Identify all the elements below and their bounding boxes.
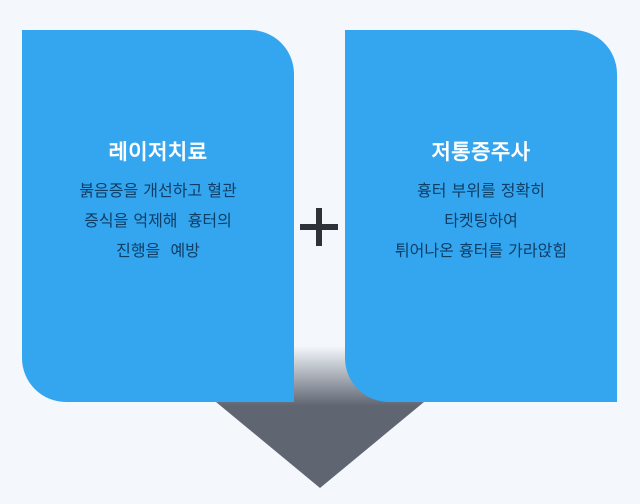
plus-icon: [300, 208, 338, 246]
laser-treatment-card: 레이저치료 붉음증을 개선하고 혈관 증식을 억제해 흉터의 진행을 예방: [22, 30, 294, 402]
description-line: 증식을 억제해 흉터의: [84, 211, 232, 230]
laser-treatment-title: 레이저치료: [108, 140, 208, 164]
low-pain-injection-title: 저통증주사: [431, 140, 531, 164]
description-line: 붉음증을 개선하고 혈관: [79, 181, 237, 200]
laser-treatment-description: 붉음증을 개선하고 혈관 증식을 억제해 흉터의 진행을 예방: [22, 176, 294, 266]
low-pain-injection-description: 흉터 부위를 정확히 타켓팅하여 튀어나온 흉터를 가라앉힘: [345, 176, 617, 266]
description-line: 튀어나온 흉터를 가라앉힘: [394, 241, 568, 260]
description-line: 진행을 예방: [116, 241, 200, 260]
description-line: 흉터 부위를 정확히: [417, 181, 545, 200]
low-pain-injection-card: 저통증주사 흉터 부위를 정확히 타켓팅하여 튀어나온 흉터를 가라앉힘: [345, 30, 617, 402]
description-line: 타켓팅하여: [444, 211, 518, 230]
